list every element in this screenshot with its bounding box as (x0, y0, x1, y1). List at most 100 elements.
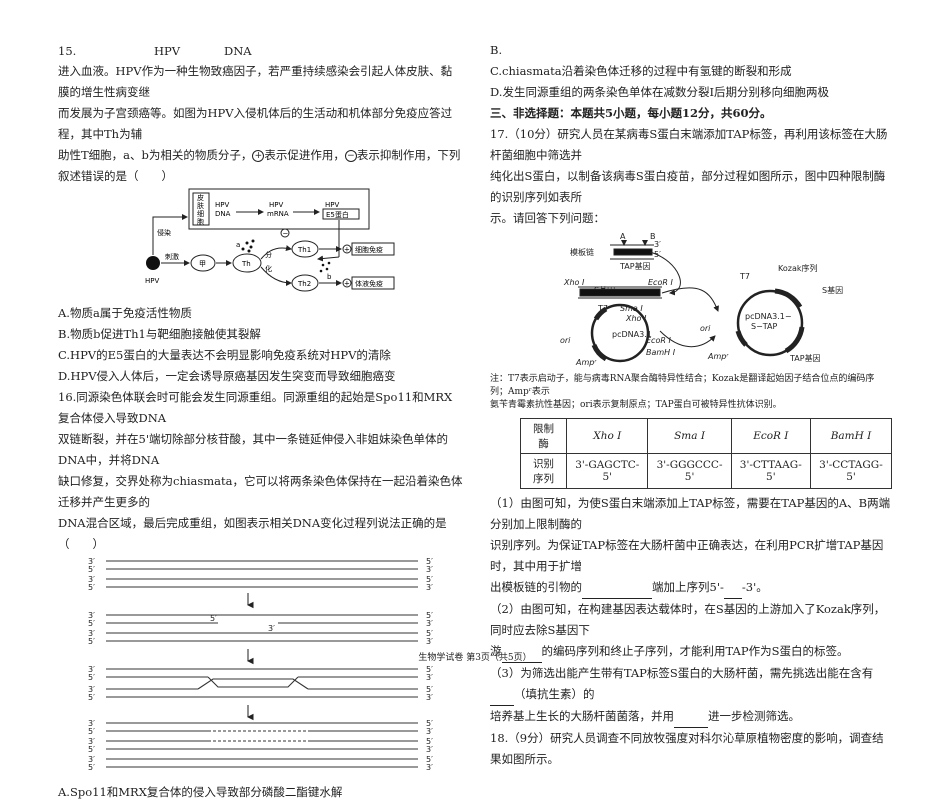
q15-option-a: A.物质a属于免疫活性物质 (58, 306, 192, 320)
q16-option-c: C.chiasmata沿着染色体迁移的过程中有氢键的断裂和形成 (490, 64, 792, 78)
svg-text:+: + (344, 246, 350, 254)
svg-text:3′: 3′ (426, 619, 433, 628)
dia-mrna: mRNA (267, 210, 289, 218)
svg-text:S−TAP: S−TAP (751, 322, 778, 331)
humoral-immunity-label: 体液免疫 (355, 279, 383, 288)
cell-jia (190, 254, 216, 272)
q17-intro-2: 纯化出S蛋白，以制备该病毒S蛋白疫苗，部分过程如图所示，图中四种限制酶的识别序列… (490, 169, 886, 204)
q16-line-1: 16.同源染色体联会时可能会发生同源重组。同源重组的起始是Spo11和MRX复合… (58, 390, 453, 425)
answer-blank[interactable] (674, 706, 708, 728)
svg-text:5′: 5′ (88, 693, 95, 702)
svg-text:Xho I: Xho I (563, 278, 585, 287)
q15-hpv-head: HPV (154, 44, 181, 58)
q15-line-2: 而发展为子宫颈癌等。如图为HPV入侵机体后的生活动和机体部分免疫应答过程，其中T… (58, 106, 453, 141)
svg-text:细: 细 (197, 209, 204, 218)
answer-blank[interactable] (582, 577, 652, 599)
dia-hpv-1: HPV (215, 201, 229, 209)
svg-text:Th: Th (241, 260, 251, 268)
svg-text:5′: 5′ (88, 745, 95, 754)
svg-text:HPV: HPV (269, 201, 283, 209)
q15-option-b: B.物质b促进Th1与靶细胞接触使其裂解 (58, 327, 261, 341)
svg-text:Ampʳ: Ampʳ (707, 352, 729, 361)
svg-text:EcoR I: EcoR I (648, 278, 673, 287)
table-cell: Xho I (566, 418, 649, 454)
svg-text:HPV: HPV (325, 201, 339, 209)
svg-text:HPV: HPV (145, 277, 159, 285)
table-header-sequence: 识别序列 (519, 453, 568, 489)
svg-text:pcDNA3.1−: pcDNA3.1− (745, 312, 792, 321)
svg-text:3′: 3′ (88, 665, 95, 674)
q15-option-c: C.HPV的E5蛋白的大量表达不会明显影响免疫系统对HPV的清除 (58, 348, 391, 362)
q16-option-a: A.Spo11和MRX复合体的侵入导致部分磷酸二酯键水解 (58, 785, 343, 799)
svg-text:5′: 5′ (426, 665, 433, 674)
svg-text:−: − (283, 230, 289, 238)
svg-text:皮: 皮 (197, 193, 204, 202)
table-cell: 3'-CCTAGG-5' (810, 453, 892, 489)
minus-circle-icon: − (344, 150, 357, 162)
svg-text:b: b (327, 273, 332, 281)
q15-number: 15. (58, 44, 77, 58)
q15-option-d: D.HPV侵入人体后，一定会诱导原癌基因发生突变而导致细胞癌变 (58, 369, 396, 383)
svg-text:a: a (236, 241, 240, 249)
q18-intro: 18.（9分）研究人员调查不同放牧强度对科尔沁草原植物密度的影响，调查结果如图所… (490, 731, 884, 766)
q16-line-4: DNA混合区域，最后完成重组，如图表示相关DNA变化过程列说法正确的是（ ） (58, 516, 447, 551)
table-cell: Sma I (647, 418, 732, 454)
answer-blank[interactable] (723, 577, 742, 599)
cell-th (232, 253, 262, 273)
svg-text:5′: 5′ (426, 611, 433, 620)
svg-text:3′: 3′ (88, 629, 95, 638)
q17-sub1-line-1: （1）由图可知，为使S蛋白末端添加上TAP标签，需要在TAP基因的A、B两端分别… (490, 496, 891, 531)
svg-text:5′: 5′ (88, 727, 95, 736)
q16-line-3: 缺口修复，交界处称为chiasmata，它可以将两条染色体保持在一起沿着染色体迁… (58, 474, 463, 509)
svg-text:Xho I: Xho I (625, 314, 647, 323)
q17-note-2: 氨苄青霉素抗性基因；ori表示复制原点；TAP蛋白可被特异性抗体识别。 (490, 400, 782, 410)
svg-text:T7: T7 (739, 272, 750, 281)
svg-text:3′: 3′ (426, 637, 433, 646)
q17-sub1-line-2: 识别序列。为保证TAP标签在大肠杆菌中正确表达，在利用PCR扩增TAP基因时，其… (490, 538, 884, 573)
plus-circle-icon: + (252, 150, 265, 162)
svg-text:B: B (650, 232, 656, 241)
q17-sub3-line-2: 培养基上生长的大肠杆菌菌落，并用 进一步检测筛选。 (490, 706, 892, 728)
svg-text:+: + (344, 280, 350, 288)
cell-th1 (291, 240, 319, 258)
q17-plasmid-diagram: A B 3′ 5′ 模板链 TAP基因 Xho I EcoR I S基因 T7 … (560, 232, 843, 367)
svg-text:5′: 5′ (88, 673, 95, 682)
svg-text:S基因: S基因 (822, 285, 843, 295)
svg-text:3′: 3′ (426, 763, 433, 772)
answer-blank[interactable] (490, 684, 514, 706)
tap-gene-label: TAP基因 (619, 261, 651, 271)
svg-text:ori: ori (560, 336, 571, 345)
q16-line-2: 双链断裂，并在5'端切除部分核苷酸，其中一条链延伸侵入非姐妹染色单体的DNA中，… (58, 432, 448, 467)
svg-text:3′: 3′ (654, 240, 661, 249)
table-cell: EcoR I (730, 418, 812, 454)
svg-text:刺激: 刺激 (165, 252, 179, 261)
q15-header: 15. HPV DNA (58, 40, 463, 61)
cell-immunity-label: 细胞免疫 (355, 245, 383, 254)
svg-text:3′: 3′ (88, 611, 95, 620)
svg-text:5′: 5′ (426, 557, 433, 566)
page-footer: 生物学试卷 第3页（共5页） (418, 653, 532, 663)
svg-text:3′: 3′ (426, 565, 433, 574)
q17-sub1-line-3: 出模板链的引物的 端加上序列5'- -3'。 (490, 577, 892, 599)
q15-dna-head: DNA (224, 44, 252, 58)
svg-text:5′: 5′ (88, 565, 95, 574)
q15-line-3: 助性T细胞，a、b为相关的物质分子，+表示促进作用，−表示抑制作用，下列叙述错误… (58, 148, 461, 183)
cell-th2 (291, 274, 319, 292)
svg-text:胞: 胞 (197, 217, 204, 226)
svg-text:Th2: Th2 (297, 280, 311, 288)
svg-text:5′: 5′ (88, 637, 95, 646)
svg-text:3′: 3′ (88, 575, 95, 584)
svg-text:A: A (620, 232, 626, 241)
dia-dna: DNA (215, 210, 231, 218)
dia-e5: E5蛋白 (326, 210, 349, 219)
svg-text:5′: 5′ (88, 619, 95, 628)
answer-blank[interactable] (501, 641, 542, 663)
q17-sub2-line-2: 游 的编码序列和终止子序列，才能利用TAP作为S蛋白的标签。 (490, 641, 892, 663)
table-row: 识别序列 3'-GAGCTC-5' 3'-GGGCCC-5' 3'-CTTAAG… (519, 453, 892, 489)
left-column: 15. HPV DNA 进入血液。HPV作为一种生物致癌因子，若严重持续感染会引… (58, 40, 463, 803)
q15-immune-diagram: 皮 肤 细 胞 HPV DNA HPV mRNA HPV E5蛋白 − HPV … (145, 188, 395, 292)
table-cell: 3'-CTTAAG-5' (730, 453, 812, 489)
svg-text:化: 化 (265, 264, 272, 273)
pcdna-label: pcDNA3.1 (612, 330, 652, 339)
q16-option-d: D.发生同源重组的两条染色单体在减数分裂I后期分别移向细胞两极 (490, 85, 830, 99)
